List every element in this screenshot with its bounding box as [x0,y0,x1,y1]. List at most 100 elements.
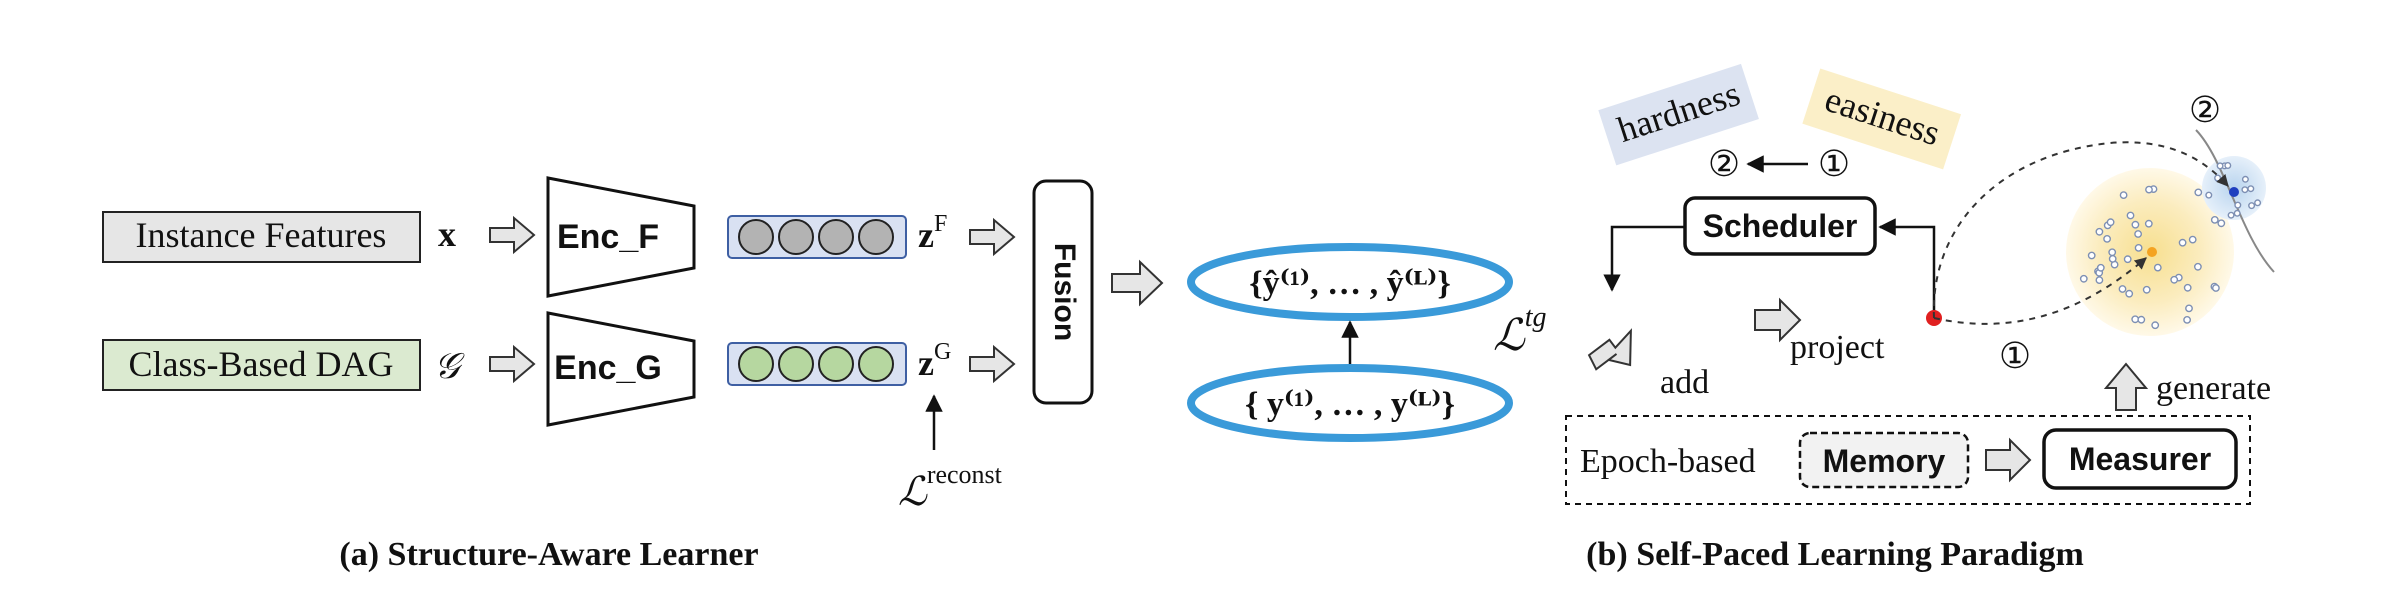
sample-dot [2118,285,2127,293]
sample-dot [2217,219,2226,228]
caption-a: (a) Structure-Aware Learner [339,536,758,573]
sample-dot [2119,191,2128,200]
sample-dot [2095,227,2104,236]
memory-box [1798,431,1970,489]
sample-dot [2131,220,2140,229]
enc-g-label: Enc_G [554,349,662,387]
sample-dot [2103,234,2112,243]
step-one-marker-top: ① [1818,144,1850,184]
epoch-container [1565,415,2251,505]
scheduler-label: Scheduler [1703,208,1858,244]
sample-dot [2183,315,2192,324]
sample-dot [2233,209,2241,217]
sample-dot [2123,255,2132,264]
sample-dot [2254,199,2262,207]
measurer-box [2042,428,2238,490]
enc-f-trapezoid [546,176,696,298]
sample-dot [2188,235,2197,244]
sample-dot [2087,251,2096,260]
prediction-ellipse [1187,243,1513,321]
memory-to-measurer-arrow [1985,437,2032,483]
project-label: project [1790,329,1885,366]
arrow-fusion-to-prediction [1111,259,1164,307]
instance-features-box [102,211,421,263]
enc-f-label: Enc_F [557,218,659,256]
sample-dot [2194,188,2203,197]
arrow-x-to-encf [489,215,536,255]
class-dag-label: Class-Based DAG [129,344,394,384]
sample-dot [2137,315,2146,324]
zg-node-row [727,342,907,386]
sample-dot [2125,289,2134,298]
sample-dot [2214,174,2222,182]
sample-dot [2096,263,2105,272]
sample-dot [2151,321,2160,330]
sample-dot [2079,274,2088,283]
arrow-zf-to-fusion [969,217,1016,257]
sample-dot [2108,254,2117,263]
sample-dot [2185,304,2193,313]
step-one-marker-bottom: ① [1999,336,2031,376]
caption-b: (b) Self-Paced Learning Paradigm [1586,536,2084,573]
sample-dot [2193,262,2202,271]
sample-dot [2134,230,2143,238]
sample-dot [2178,238,2187,247]
sample-dot [2224,161,2232,169]
sample-dot [2095,276,2104,284]
cloud-center-point [2147,247,2157,257]
sample-dot [2144,219,2153,228]
sample-dot [2134,243,2143,252]
scheduler-output-arrow [1603,225,1685,292]
loss-tg-label: ℒtg [1493,302,1546,360]
loss-reconst-label: ℒreconst [898,460,1003,514]
sample-dot [2106,218,2115,227]
sample-dot [2108,248,2117,257]
x-symbol: x [438,214,456,254]
prediction-set-label: {ŷ⁽¹⁾, … , ŷ⁽ᴸ⁾} [1249,265,1451,302]
sample-dot [2142,285,2151,294]
label-ellipse [1187,364,1513,442]
measurer-label: Measurer [2069,441,2211,477]
sample-dot [2227,211,2235,219]
sample-dot [2247,185,2255,193]
sample-dot [2153,263,2162,272]
sample-dot [2234,201,2242,209]
sample-dot [2248,202,2256,210]
feedback-to-scheduler [1878,218,1936,318]
sample-dot [2205,191,2213,199]
add-arrow [1587,328,1632,371]
project-arrow [1754,297,1802,343]
sample-dot [2210,215,2219,224]
zf-label: zF [918,211,947,255]
class-dag-box [102,339,421,391]
arrow-zg-to-fusion [969,344,1016,384]
sample-dot [2170,275,2179,284]
sample-dot [2211,284,2220,292]
instance-features-label: Instance Features [136,215,387,255]
fusion-box [1032,179,1094,405]
sample-dot [2241,186,2249,194]
generate-label: generate [2156,370,2271,407]
memory-label: Memory [1823,443,1946,479]
label-set-label: { y⁽¹⁾, … , y⁽ᴸ⁾} [1245,386,1455,423]
generate-arrow [2103,362,2149,411]
sample-dot [2241,175,2249,183]
g-symbol: 𝒢 [434,346,465,386]
zf-node-row [727,215,907,259]
trajectory-to-target [1932,141,2229,319]
enc-g-trapezoid [546,311,696,427]
sample-dot [2216,162,2224,170]
sample-dot [2145,185,2153,194]
sample-dots [2079,161,2262,330]
add-label: add [1660,364,1709,401]
fusion-label: Fusion [1048,243,1081,341]
trajectory-to-center [1933,257,2147,325]
epoch-based-label: Epoch-based [1580,443,1756,480]
step-two-marker-left: ② [1708,144,1740,184]
target-point [2229,187,2239,197]
step-two-marker-right: ② [2189,90,2221,130]
sample-dot [2183,283,2192,292]
arrow-g-to-encg [489,344,536,384]
sample-dot [2126,211,2135,220]
